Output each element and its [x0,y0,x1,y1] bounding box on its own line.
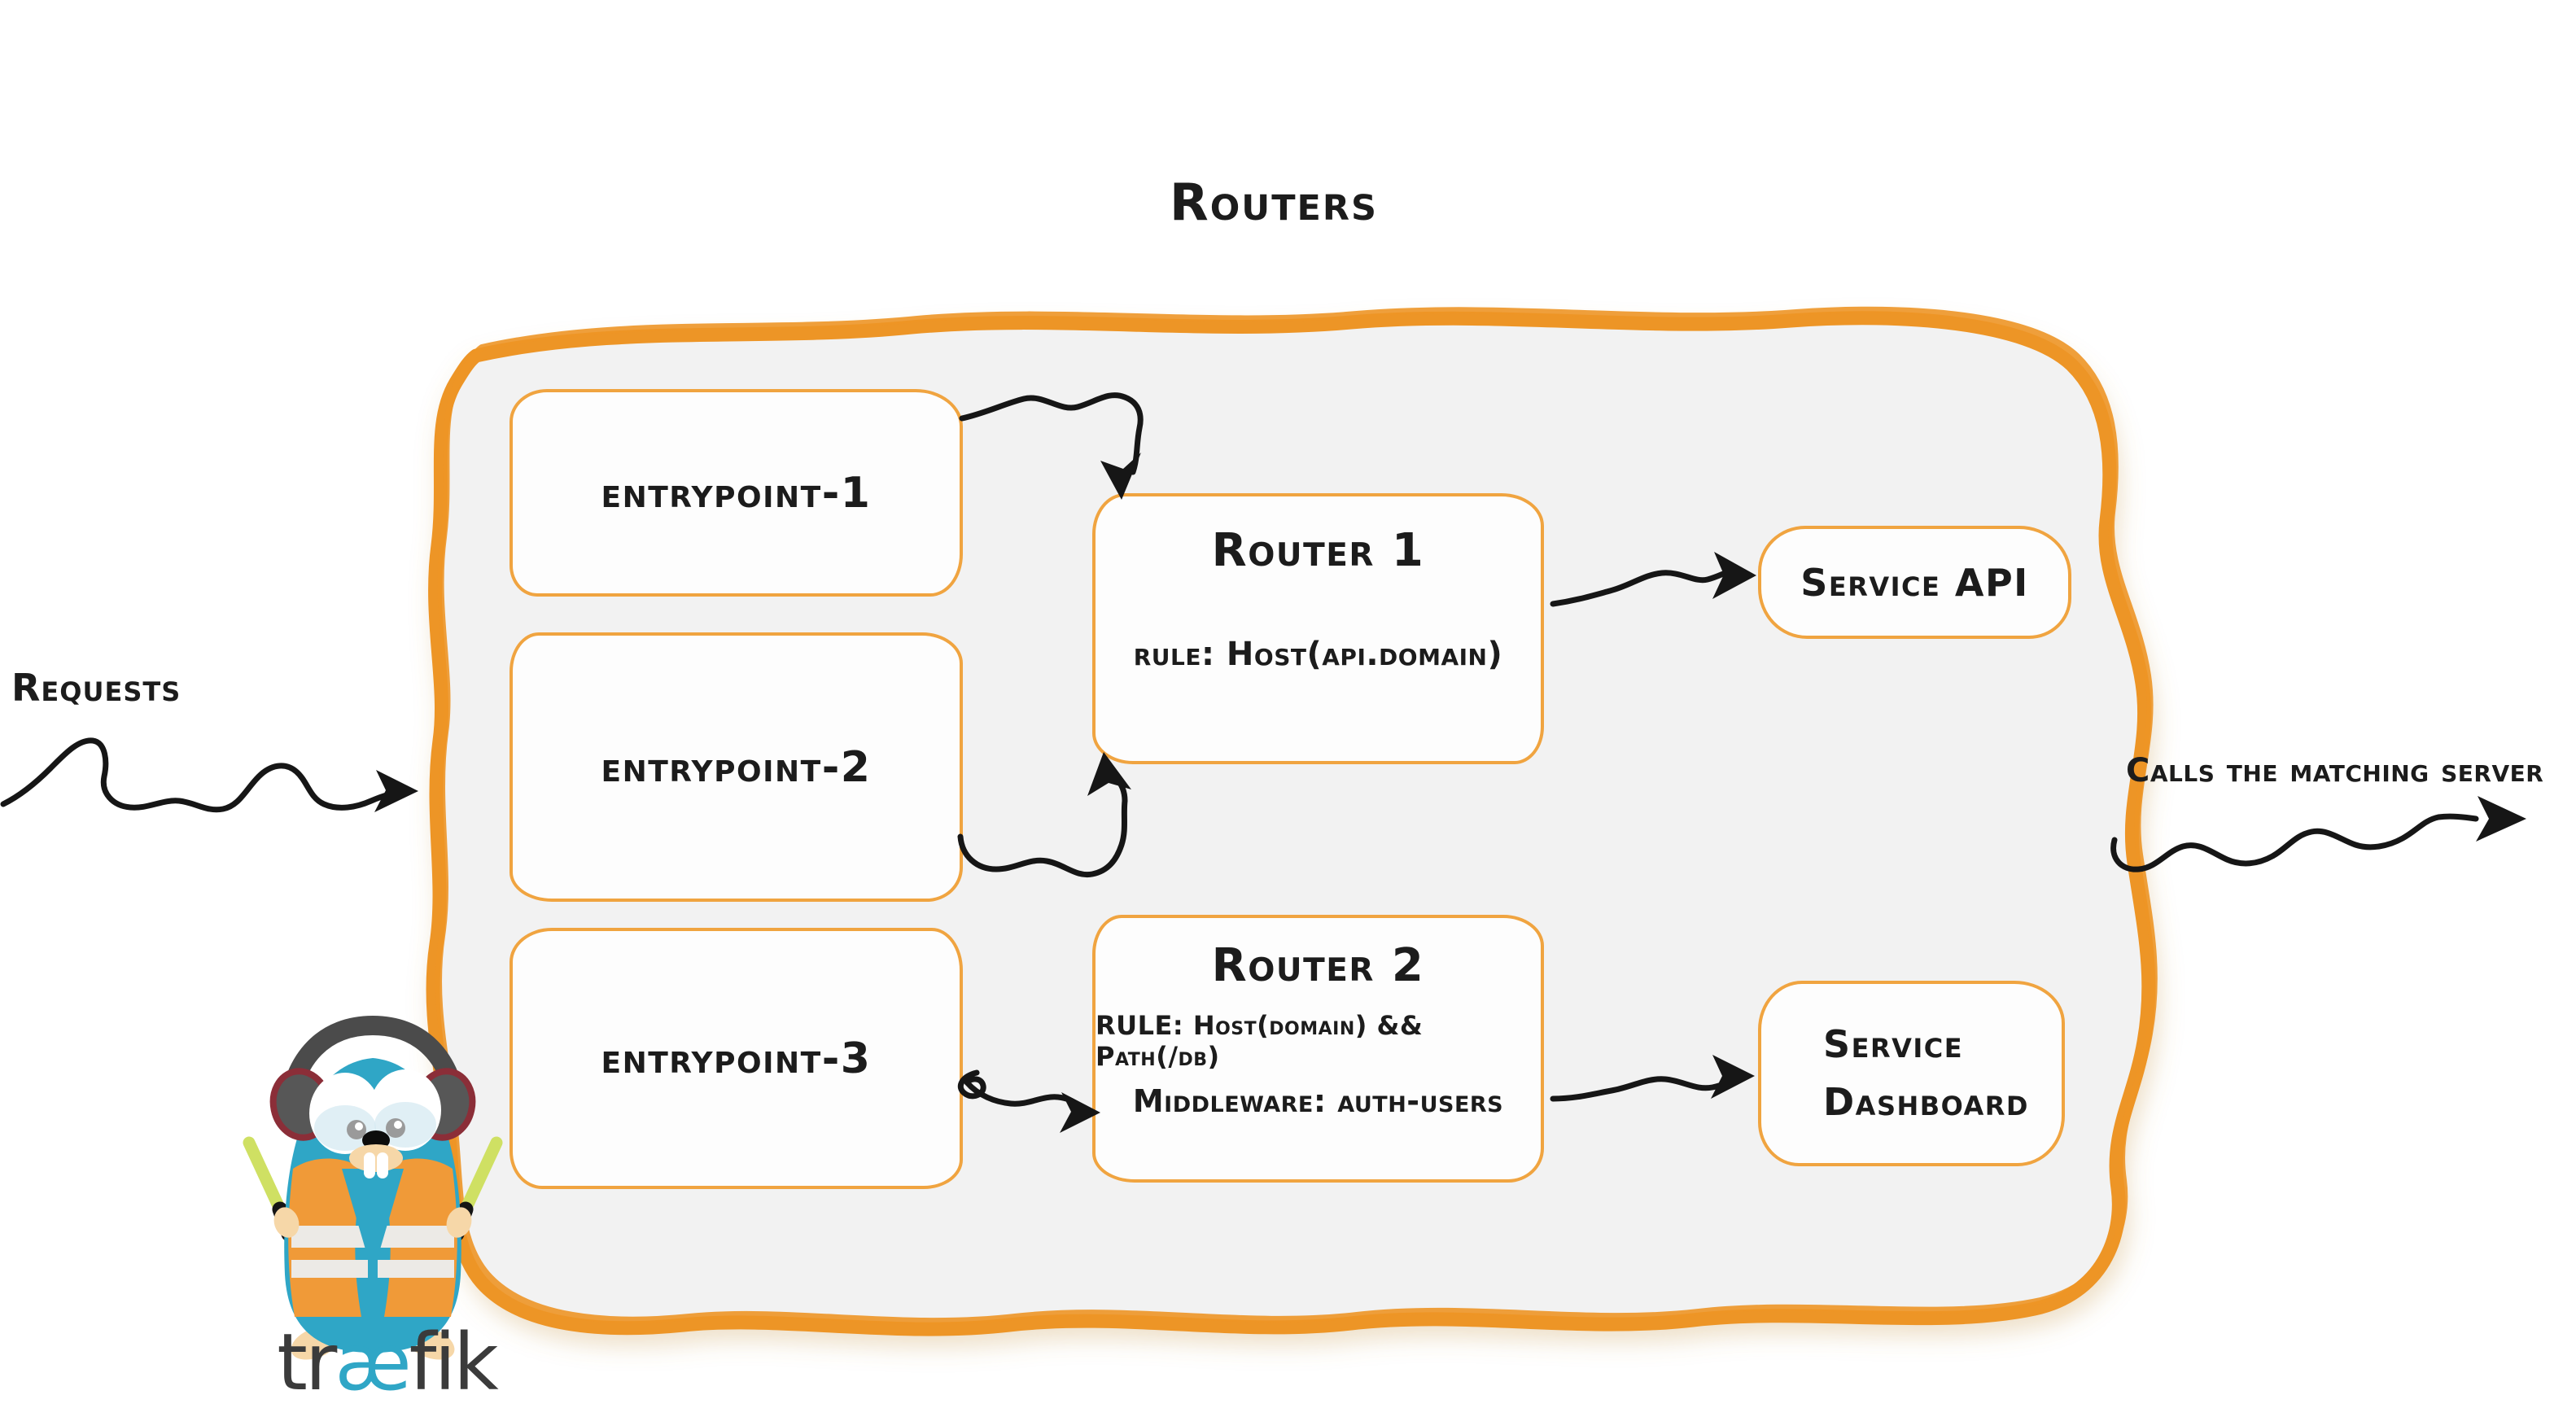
calls-label: Calls the matching server [2126,752,2544,789]
entrypoint-1-label: entrypoint-1 [601,468,872,518]
entrypoint-2-box: entrypoint-2 [510,632,963,902]
wordmark-fik: fik [409,1317,499,1408]
router-2-box: Router 2 RULE: Host(domain) && Path(/db)… [1092,915,1544,1183]
router-2-title: Router 2 [1211,939,1425,992]
service-dashboard-label-line1: Service [1823,1021,1964,1066]
router-1-rule: rule: Host(api.domain) [1133,636,1503,673]
service-dashboard-label-line2: Dashboard [1823,1080,2029,1124]
service-api-box: Service API [1758,526,2071,639]
service-api-label: Service API [1800,560,2029,605]
traefik-wordmark: træfik [244,1320,529,1408]
router-2-middleware: Middleware: auth-users [1132,1083,1504,1119]
requests-label: Requests [11,666,182,710]
entrypoint-3-box: entrypoint-3 [510,928,963,1189]
diagram-title: Routers [1170,173,1378,232]
entrypoint-2-label: entrypoint-2 [601,742,872,792]
wordmark-tr: tr [277,1317,337,1408]
router-1-title: Router 1 [1211,524,1425,577]
entrypoint-1-box: entrypoint-1 [510,389,963,597]
wordmark-ae: æ [335,1317,411,1408]
service-dashboard-box: Service Dashboard [1758,981,2065,1166]
entrypoint-3-label: entrypoint-3 [601,1034,872,1083]
router-1-box: Router 1 rule: Host(api.domain) [1092,493,1544,764]
router-2-rule: RULE: Host(domain) && Path(/db) [1096,1010,1424,1072]
